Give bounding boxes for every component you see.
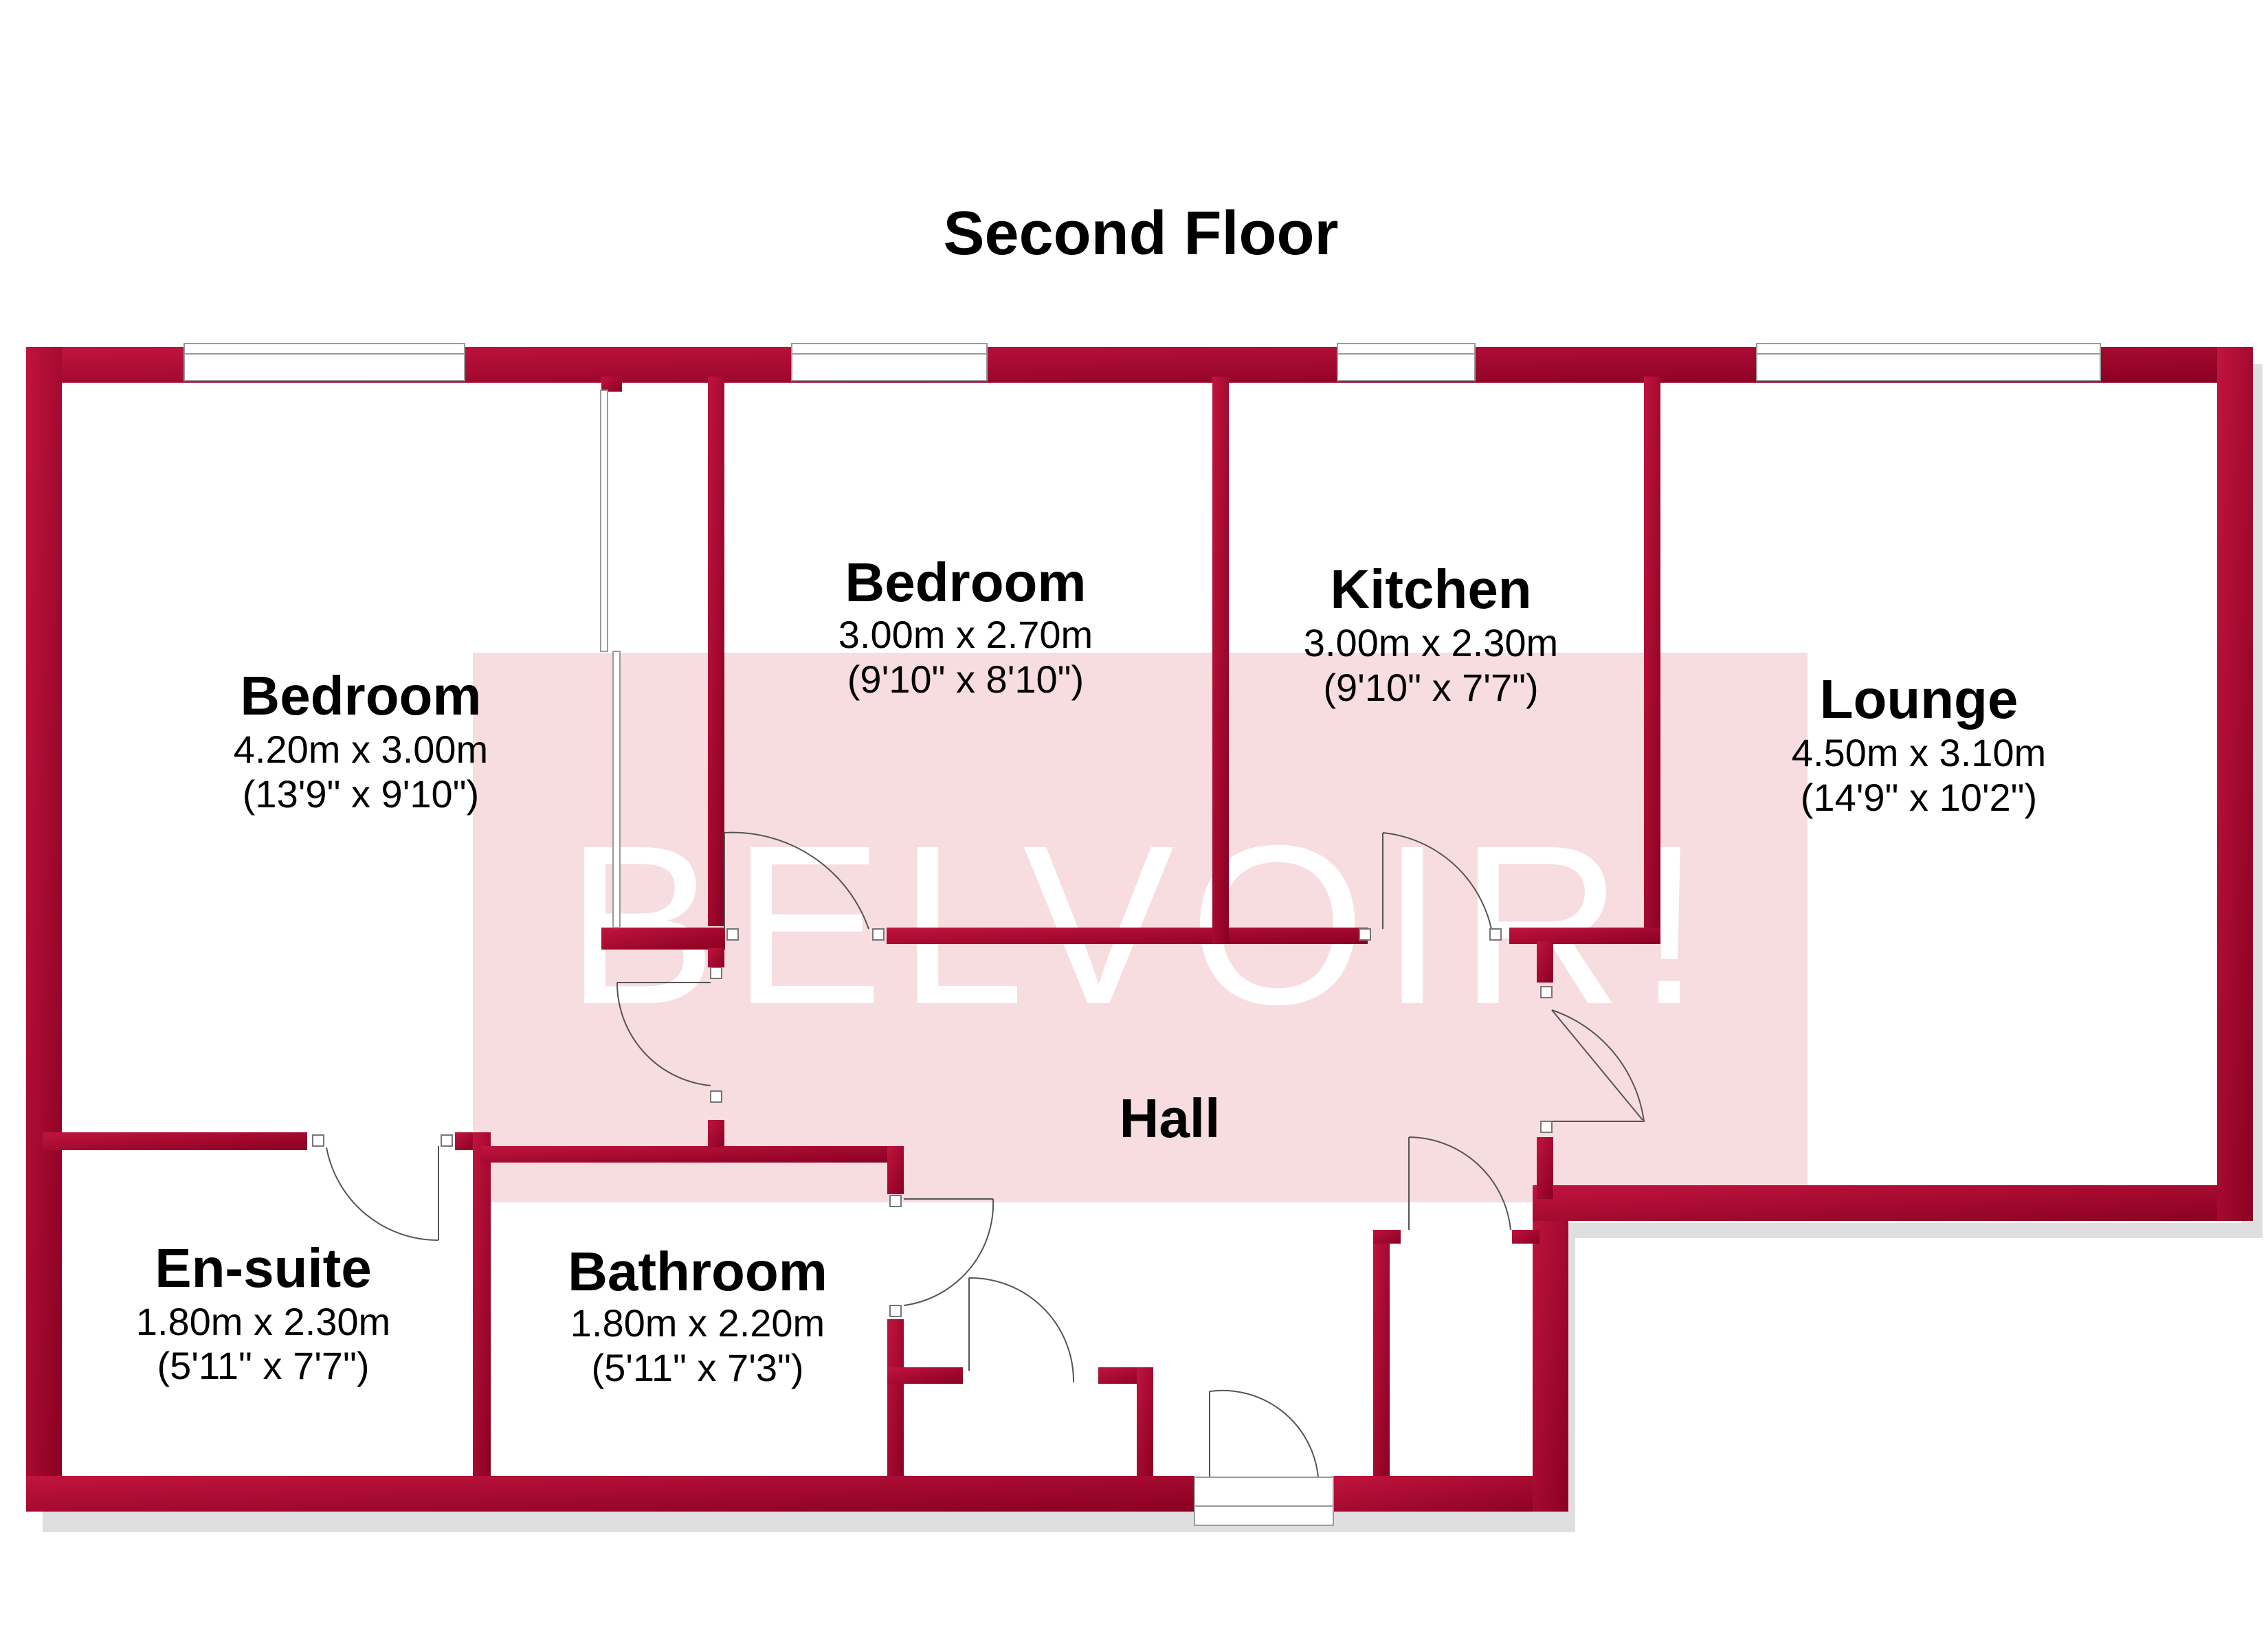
wall-lounge-bottom <box>1533 1185 2253 1221</box>
wall-ensuite-top-right <box>455 1132 476 1150</box>
room-name: Bathroom <box>568 1241 827 1302</box>
room-metric: 4.20m x 3.00m <box>234 728 488 771</box>
door-ensuite <box>326 1146 439 1242</box>
room-imperial: (13'9" x 9'10") <box>243 772 479 816</box>
room-metric: 3.00m x 2.30m <box>1304 621 1558 664</box>
wall-cupboard-right <box>1137 1367 1153 1476</box>
wall-bedroom2-kitchen <box>1212 377 1229 944</box>
door-bathroom <box>903 1198 994 1306</box>
wall-hall-stub <box>708 1120 724 1147</box>
room-hall: Hall <box>1120 1088 1221 1149</box>
wall-closet-left-top <box>1373 1230 1401 1244</box>
wall-closet-left <box>1373 1230 1390 1476</box>
wall-ensuite-top-left <box>43 1132 307 1150</box>
floor-title: Second Floor <box>943 199 1338 268</box>
wall-closet-right-top <box>1512 1230 1539 1244</box>
room-metric: 4.50m x 3.10m <box>1792 731 2046 774</box>
wall-bathroom-top <box>481 1146 904 1163</box>
door-bedroom-second <box>724 831 869 930</box>
wall-bedroom2-stub <box>708 948 724 967</box>
room-bathroom: Bathroom 1.80m x 2.20m (5'11" x 7'3") <box>568 1241 827 1389</box>
watermark-text: BELVOIR! <box>566 798 1716 1051</box>
wall-wardrobe-bottom <box>601 928 725 950</box>
room-imperial: (14'9" x 10'2") <box>1801 776 2037 819</box>
wall-right <box>2217 347 2253 1221</box>
door-closet <box>1408 1136 1511 1231</box>
wall-bathroom-right-top <box>887 1146 904 1194</box>
room-metric: 1.80m x 2.30m <box>136 1300 390 1343</box>
room-imperial: (5'11" x 7'3") <box>591 1346 803 1389</box>
window-lounge <box>1756 343 2101 381</box>
window-kitchen <box>1337 343 1476 381</box>
room-ensuite: En-suite 1.80m x 2.30m (5'11" x 7'7") <box>136 1237 390 1387</box>
windows <box>184 343 2101 381</box>
wall-bathroom-right <box>887 1319 904 1476</box>
wall-bottom-left <box>26 1476 1194 1512</box>
wall-wardrobe-top <box>601 377 622 392</box>
wall-lounge-hall-lower <box>1537 1137 1553 1199</box>
entrance-threshold <box>1194 1477 1334 1526</box>
door-bedroom-main <box>616 982 711 1086</box>
wall-bedroom2-kitchen-bottom <box>887 928 1368 944</box>
room-name: Kitchen <box>1330 559 1531 620</box>
room-imperial: (9'10" x 8'10") <box>847 658 1084 701</box>
room-imperial: (5'11" x 7'7") <box>157 1344 369 1387</box>
room-name: Bedroom <box>240 665 481 726</box>
room-imperial: (9'10" x 7'7") <box>1323 666 1538 709</box>
window-bedroom-second <box>791 343 988 381</box>
door-entrance <box>1209 1389 1319 1478</box>
wall-bottom-right <box>1333 1476 1568 1512</box>
room-name: Lounge <box>1820 669 2019 730</box>
wall-kitchen-bottom-right <box>1509 928 1660 944</box>
wall-kitchen-lounge <box>1644 377 1660 944</box>
room-metric: 3.00m x 2.70m <box>838 613 1093 656</box>
room-bedroom-second: Bedroom 3.00m x 2.70m (9'10" x 8'10") <box>838 552 1093 701</box>
door-lounge <box>1551 1009 1645 1122</box>
room-bedroom-main: Bedroom 4.20m x 3.00m (13'9" x 9'10") <box>234 665 488 816</box>
room-name: En-suite <box>155 1237 372 1299</box>
wall-cupboard-top <box>887 1367 963 1384</box>
wall-bedroom2-left <box>708 377 724 926</box>
door-kitchen <box>1382 832 1492 930</box>
room-kitchen: Kitchen 3.00m x 2.30m (9'10" x 7'7") <box>1304 559 1558 709</box>
room-lounge: Lounge 4.50m x 3.10m (14'9" x 10'2") <box>1792 669 2046 819</box>
window-bedroom-main <box>184 343 465 381</box>
doors <box>326 831 1645 1478</box>
wardrobe-doors <box>600 390 621 928</box>
door-jambs <box>312 928 1553 1317</box>
wall-ensuite-bathroom <box>473 1132 491 1476</box>
room-name: Bedroom <box>845 552 1086 613</box>
room-metric: 1.80m x 2.20m <box>570 1301 825 1345</box>
wall-lounge-hall-upper <box>1537 941 1553 983</box>
door-cupboard <box>968 1277 1075 1383</box>
room-name: Hall <box>1120 1088 1221 1149</box>
wall-left <box>26 347 62 1512</box>
